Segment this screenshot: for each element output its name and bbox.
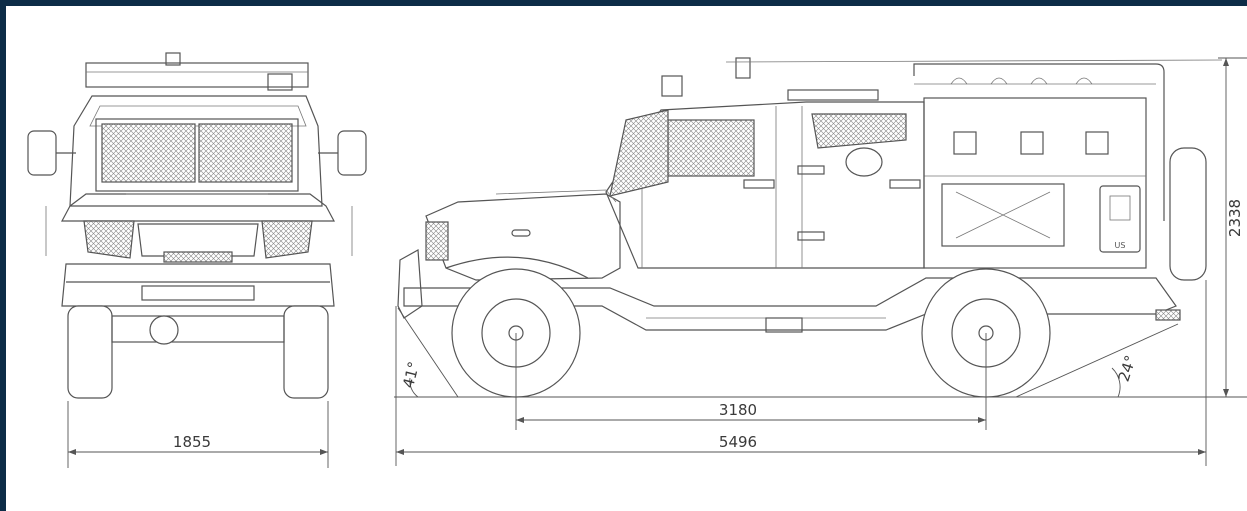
cargo-box — [923, 97, 1147, 269]
a-pillar-mesh — [609, 109, 669, 197]
front-wheel-left — [67, 305, 113, 399]
front-wheel-right — [283, 305, 329, 399]
side-porthole — [845, 147, 883, 177]
jerrycan-label: US — [1115, 241, 1126, 250]
front-roof-rack — [85, 62, 309, 88]
drawing-frame: 1855 US — [6, 6, 1247, 511]
cargo-roof-rack — [913, 63, 1165, 221]
periscope — [661, 75, 683, 97]
front-mirror-left — [27, 130, 57, 176]
cargo-side-panel — [941, 183, 1065, 247]
height-dimension: 2338 — [1218, 57, 1247, 397]
side-headlight-grille — [425, 221, 449, 261]
jerrycan — [1099, 185, 1141, 253]
side-hood — [425, 193, 621, 281]
approach-angle-label: 41° — [399, 360, 423, 390]
side-window-rear — [811, 113, 907, 149]
length-dimension: 5496 — [395, 280, 1207, 466]
wheelbase-label: 3180 — [719, 401, 757, 419]
side-view: US — [397, 57, 1223, 398]
front-hood — [61, 193, 335, 222]
departure-angle-label: 24° — [1115, 353, 1140, 384]
front-width-dimension: 1855 — [67, 401, 329, 468]
front-mirror-right — [337, 130, 367, 176]
spare-wheel — [1169, 147, 1207, 281]
wheelbase-dimension: 3180 — [515, 333, 987, 430]
front-width-label: 1855 — [173, 433, 211, 451]
cab-body — [605, 101, 925, 269]
front-body-upper — [69, 95, 323, 207]
front-view — [27, 52, 367, 399]
height-label: 2338 — [1226, 199, 1244, 237]
front-bumper — [61, 263, 335, 307]
front-grille-left — [83, 220, 135, 259]
length-label: 5496 — [719, 433, 757, 451]
front-differential — [149, 315, 179, 345]
side-window-front — [667, 119, 755, 177]
front-windshield-left — [101, 123, 196, 183]
front-fender — [445, 256, 589, 279]
vehicle-technical-drawing: 1855 US — [27, 52, 1247, 468]
front-windshield-right — [198, 123, 293, 183]
front-grille-right — [261, 220, 313, 259]
side-front-bumper — [397, 249, 423, 319]
approach-angle: 41° — [397, 307, 459, 398]
